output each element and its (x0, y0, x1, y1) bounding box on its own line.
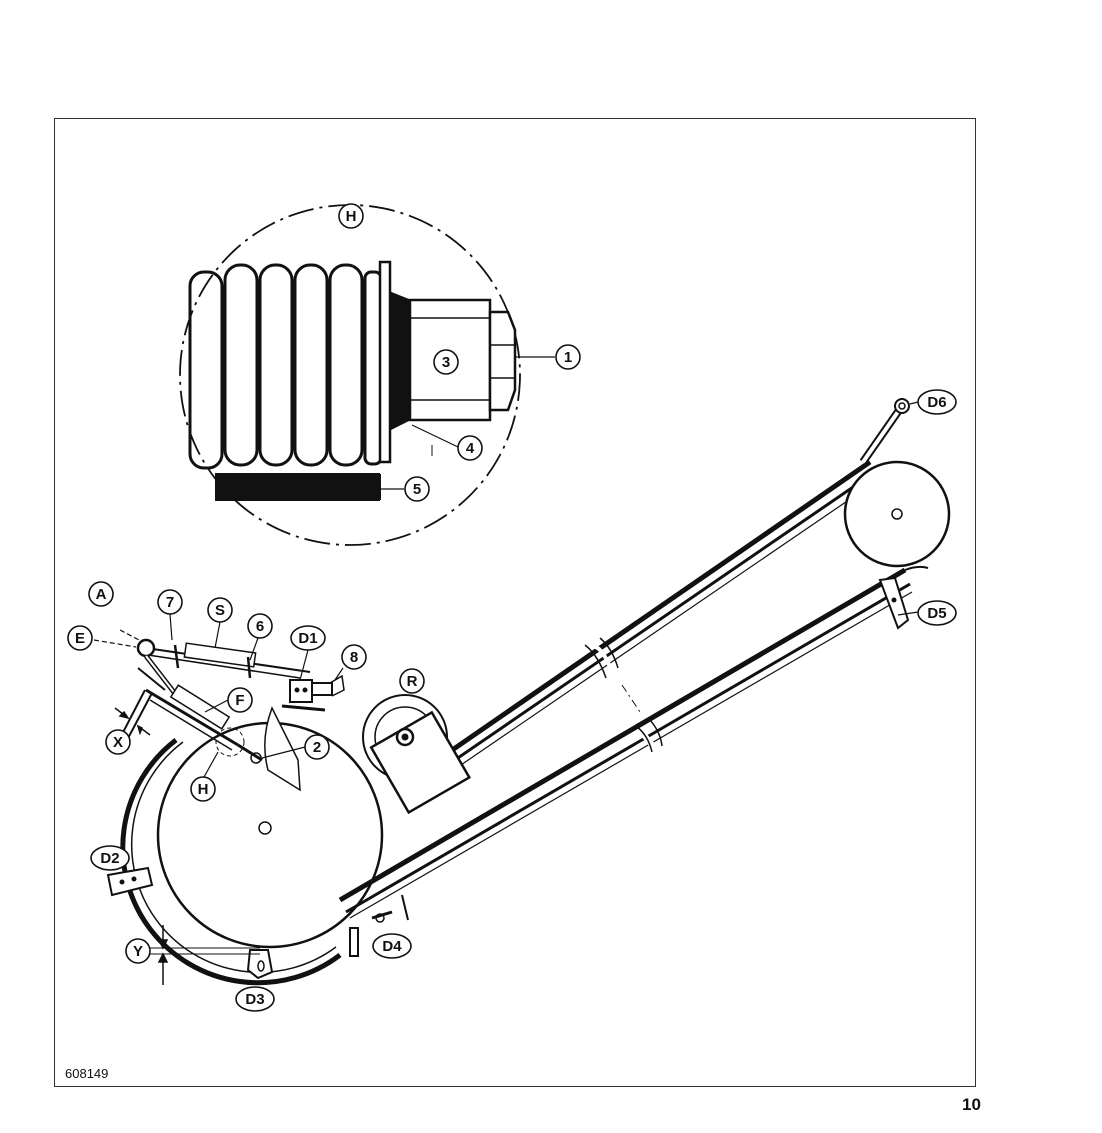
tension-assembly (93, 629, 311, 764)
dimension-x (114, 707, 151, 736)
svg-text:3: 3 (442, 354, 450, 371)
callout-e: E (67, 625, 93, 651)
svg-text:D6: D6 (927, 394, 946, 411)
callout-r: R (399, 668, 425, 694)
callout-5: 5 (404, 476, 430, 502)
svg-text:X: X (113, 734, 123, 751)
svg-text:1: 1 (564, 349, 572, 366)
rod-5 (215, 473, 380, 501)
return-roller (843, 460, 951, 568)
washer-4 (389, 291, 411, 431)
figure-reference-number: 608149 (65, 1066, 109, 1081)
svg-text:R: R (407, 673, 418, 690)
page-number: 10 (962, 1095, 981, 1114)
callout-s: S (207, 597, 233, 623)
bracket-d4 (349, 894, 409, 957)
svg-text:2: 2 (313, 739, 321, 756)
svg-text:S: S (215, 602, 225, 619)
svg-text:8: 8 (350, 649, 358, 666)
svg-text:D2: D2 (100, 850, 119, 867)
svg-text:E: E (75, 630, 85, 647)
callout-d6: D6 (917, 389, 957, 415)
callout-8: 8 (341, 644, 367, 670)
bracket-d1 (281, 674, 345, 712)
callout-markers: H 1 3 4 5 A 7 S (67, 203, 957, 1012)
callout-4: 4 (457, 435, 483, 461)
svg-text:4: 4 (466, 440, 475, 457)
drum-cutout (264, 706, 301, 792)
callout-f: F (227, 687, 253, 713)
callout-h: H (190, 776, 216, 802)
belt-break-upper (586, 644, 614, 673)
svg-text:D1: D1 (298, 630, 317, 647)
lower-belt (338, 567, 913, 919)
callout-d5: D5 (917, 600, 957, 626)
spring-coil-detail (188, 263, 383, 470)
callout-d1: D1 (290, 625, 326, 651)
svg-text:7: 7 (166, 594, 174, 611)
bracket-d6 (859, 398, 910, 465)
callout-6: 6 (247, 613, 273, 639)
callout-1: 1 (555, 344, 581, 370)
callout-3: 3 (433, 349, 459, 375)
svg-text:H: H (198, 781, 209, 798)
curved-guard (120, 738, 342, 986)
callout-7: 7 (157, 589, 183, 615)
locknut-1 (488, 310, 517, 412)
roller-center (891, 508, 903, 520)
callout-y: Y (125, 938, 151, 964)
svg-text:F: F (235, 692, 244, 709)
svg-text:D5: D5 (927, 605, 946, 622)
callout-a: A (88, 581, 114, 607)
callout-d4: D4 (372, 933, 412, 959)
pivot-e (136, 638, 156, 658)
spring-s (183, 642, 257, 668)
spring-plate (378, 260, 392, 464)
leader-lines (169, 401, 919, 778)
spring-f (169, 684, 231, 730)
drum-center (258, 821, 272, 835)
svg-text:D3: D3 (245, 991, 264, 1008)
dimension-y (150, 925, 260, 985)
svg-text:H: H (346, 208, 357, 225)
bracket-d3 (246, 949, 274, 980)
callout-2: 2 (304, 734, 330, 760)
svg-text:D4: D4 (382, 938, 402, 955)
callout-d3: D3 (235, 986, 275, 1012)
main-mechanism (93, 398, 951, 986)
svg-text:Y: Y (133, 943, 143, 960)
svg-text:A: A (96, 586, 107, 603)
callout-d2: D2 (90, 845, 130, 871)
svg-text:5: 5 (413, 481, 421, 498)
bracket-d5 (878, 565, 929, 630)
callout-x: X (105, 729, 131, 755)
tension-roller-r (362, 694, 472, 815)
bracket-d2 (106, 866, 154, 897)
callout-h-detail: H (338, 203, 364, 229)
detail-view-h (179, 204, 555, 546)
svg-text:6: 6 (256, 618, 264, 635)
figure-frame (54, 118, 976, 1087)
upper-belt (443, 459, 879, 768)
